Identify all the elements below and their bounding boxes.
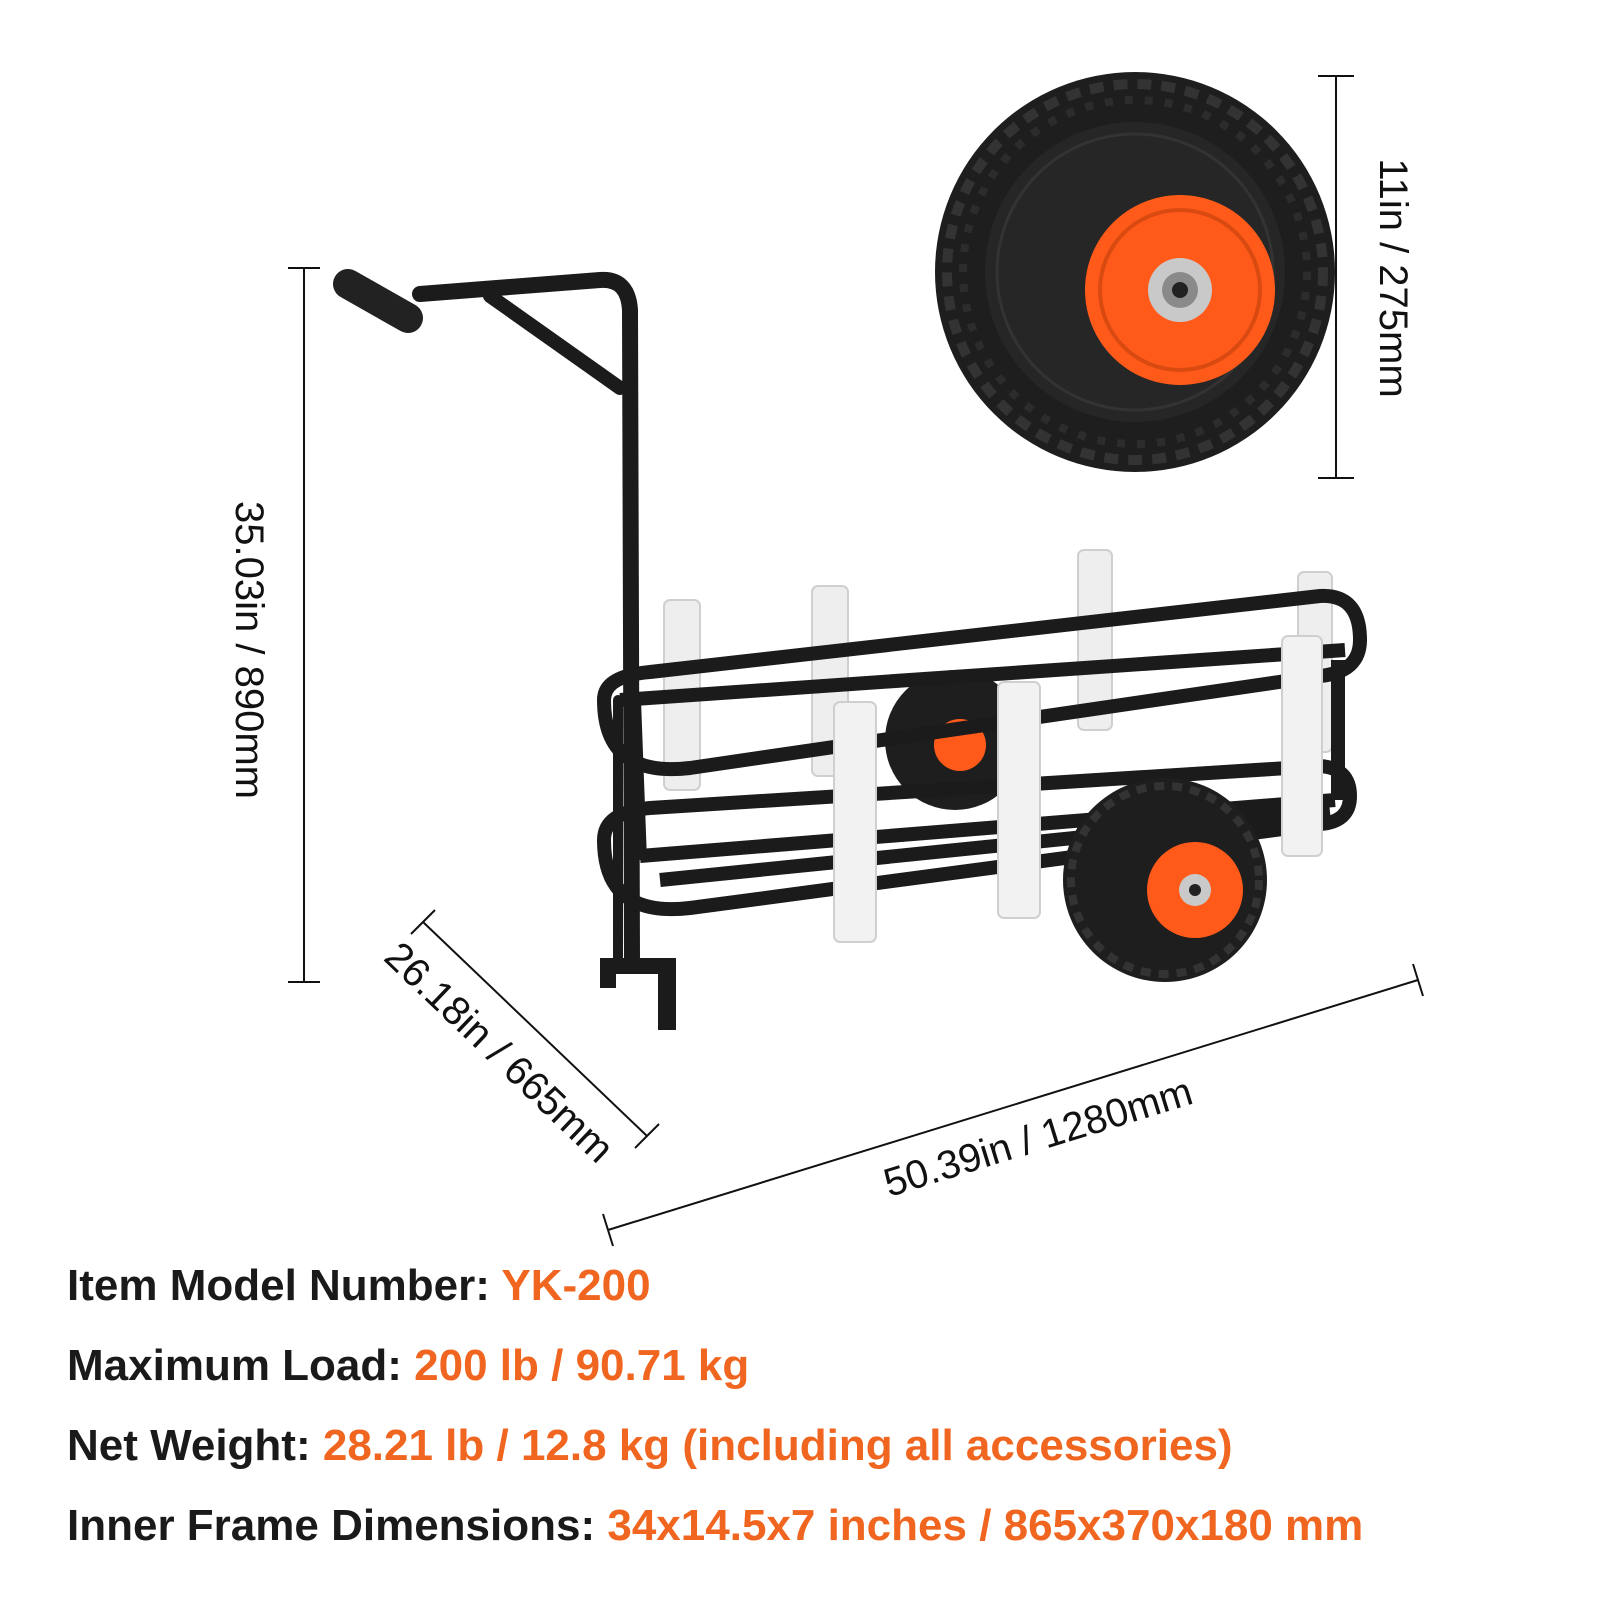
product-illustration: 11in / 275mm 35.03in / 890mm 26.18in / 6… <box>227 72 1424 1247</box>
cart-front-wheel <box>1063 778 1267 982</box>
fishing-cart-image <box>333 269 1367 1030</box>
spec-label: Inner Frame Dimensions: <box>67 1501 608 1550</box>
wheel-detail-image <box>935 72 1335 472</box>
spec-label: Maximum Load: <box>67 1341 415 1390</box>
length-label: 50.39in / 1280mm <box>879 1069 1198 1205</box>
spec-label: Net Weight: <box>67 1421 323 1470</box>
spec-list: Item Model Number: YK-200 Maximum Load: … <box>67 1258 1567 1578</box>
wheel-height-dimension: 11in / 275mm <box>1318 75 1415 479</box>
length-dimension: 50.39in / 1280mm <box>602 963 1424 1247</box>
wheel-height-label: 11in / 275mm <box>1371 158 1415 397</box>
spec-label: Item Model Number: <box>67 1261 502 1310</box>
total-height-dimension: 35.03in / 890mm <box>227 267 320 983</box>
spec-value: 200 lb / 90.71 kg <box>414 1341 750 1390</box>
spec-value: 28.21 lb / 12.8 kg (including all access… <box>322 1421 1233 1470</box>
total-height-label: 35.03in / 890mm <box>227 501 271 799</box>
spec-value: 34x14.5x7 inches / 865x370x180 mm <box>607 1501 1364 1550</box>
spec-model-number: Item Model Number: YK-200 <box>67 1258 1567 1338</box>
cart-handle <box>333 269 640 968</box>
width-label: 26.18in / 665mm <box>376 934 622 1172</box>
spec-maximum-load: Maximum Load: 200 lb / 90.71 kg <box>67 1338 1567 1418</box>
rod-holders-front <box>833 635 1323 943</box>
spec-value: YK-200 <box>501 1261 651 1310</box>
spec-net-weight: Net Weight: 28.21 lb / 12.8 kg (includin… <box>67 1418 1567 1498</box>
spec-inner-frame-dimensions: Inner Frame Dimensions: 34x14.5x7 inches… <box>67 1498 1567 1578</box>
